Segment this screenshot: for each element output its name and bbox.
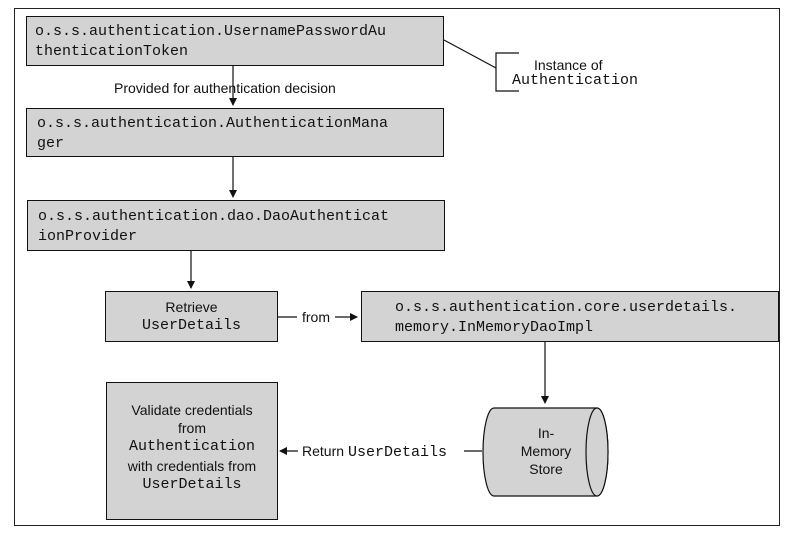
store-line3: Store bbox=[529, 461, 563, 477]
validate-box: Validate credentials from Authentication… bbox=[106, 382, 278, 520]
token-box: o.s.s.authentication.UsernamePasswordAu … bbox=[26, 16, 444, 66]
provider-box-line2: ionProvider bbox=[38, 228, 138, 245]
validate-line2: from bbox=[178, 420, 206, 436]
token-box-line1: o.s.s.authentication.UsernamePasswordAu bbox=[35, 23, 387, 40]
token-box-line2: thenticationToken bbox=[35, 43, 189, 60]
validate-line3: Authentication bbox=[128, 438, 256, 455]
diagram-frame bbox=[14, 8, 780, 526]
validate-line4: with credentials from bbox=[127, 458, 257, 474]
annotation-bracket bbox=[495, 52, 519, 92]
return-label: Return UserDetails bbox=[302, 442, 447, 463]
manager-box-line2: ger bbox=[37, 135, 65, 152]
inmemory-impl-line2: memory.InMemoryDaoImpl bbox=[395, 319, 594, 336]
provider-box: o.s.s.authentication.dao.DaoAuthenticat … bbox=[27, 200, 445, 251]
provided-for-label: Provided for authentication decision bbox=[114, 80, 336, 96]
provider-box-line1: o.s.s.authentication.dao.DaoAuthenticat bbox=[38, 208, 390, 225]
manager-box: o.s.s.authentication.AuthenticationMana … bbox=[26, 108, 444, 157]
retrieve-box-line1: Retrieve bbox=[165, 299, 218, 315]
instance-of-label: Instance of bbox=[534, 57, 603, 73]
manager-box-line1: o.s.s.authentication.AuthenticationMana bbox=[37, 115, 389, 132]
return-word: Return bbox=[302, 443, 345, 459]
authentication-type-label: Authentication bbox=[512, 72, 639, 89]
inmemory-impl-line1: o.s.s.authentication.core.userdetails. bbox=[395, 299, 738, 316]
retrieve-box-line2: UserDetails bbox=[141, 317, 242, 334]
store-line1: In- bbox=[537, 425, 555, 441]
inmemory-impl-box: o.s.s.authentication.core.userdetails. m… bbox=[361, 291, 779, 342]
validate-line5: UserDetails bbox=[142, 476, 242, 493]
return-userdetails: UserDetails bbox=[348, 444, 448, 461]
store-line2: Memory bbox=[520, 443, 572, 459]
in-memory-store-cylinder bbox=[482, 407, 609, 497]
retrieve-box: Retrieve UserDetails bbox=[105, 291, 278, 342]
annotation-leader bbox=[443, 39, 497, 69]
validate-line1: Validate credentials bbox=[131, 402, 253, 418]
from-label: from bbox=[302, 309, 330, 325]
in-memory-store-label: In- Memory Store bbox=[494, 424, 598, 478]
